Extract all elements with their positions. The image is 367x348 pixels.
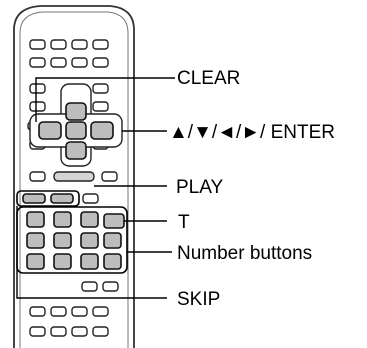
remote-button[interactable] <box>71 39 88 50</box>
number-button[interactable] <box>103 253 122 270</box>
skip-label: SKIP <box>177 289 220 310</box>
number-button[interactable] <box>26 253 45 270</box>
bottom-button-rows <box>29 281 119 337</box>
number-button[interactable] <box>80 211 99 228</box>
number-button[interactable] <box>53 232 72 249</box>
remote-button[interactable] <box>81 281 98 292</box>
remote-button[interactable] <box>50 326 67 337</box>
remote-button[interactable] <box>101 171 118 182</box>
skip-forward-button[interactable] <box>50 193 74 204</box>
remote-button[interactable] <box>29 306 46 317</box>
down-button[interactable] <box>65 141 87 160</box>
remote-inner-outline <box>19 11 129 348</box>
number-buttons-label: Number buttons <box>177 243 312 264</box>
nav-enter-label: ▲/▼/◄/►/ ENTER <box>169 122 335 143</box>
remote-button[interactable] <box>29 101 46 112</box>
number-button[interactable] <box>26 232 45 249</box>
remote-button[interactable] <box>102 281 119 292</box>
remote-button[interactable] <box>71 326 88 337</box>
clear-leader <box>35 77 175 122</box>
remote-button[interactable] <box>92 57 109 68</box>
t-label: T <box>178 212 190 233</box>
remote-button[interactable] <box>29 39 46 50</box>
remote-button[interactable] <box>71 306 88 317</box>
skip-leader <box>16 206 167 299</box>
t-button[interactable] <box>103 213 125 229</box>
remote-button[interactable] <box>29 326 46 337</box>
play-label: PLAY <box>176 177 224 198</box>
remote-button[interactable] <box>29 83 46 94</box>
remote-button[interactable] <box>50 39 67 50</box>
remote-button[interactable] <box>82 193 99 204</box>
number-button[interactable] <box>53 211 72 228</box>
right-button[interactable] <box>90 121 114 140</box>
clear-label: CLEAR <box>177 68 240 89</box>
up-button[interactable] <box>65 102 87 121</box>
remote-button[interactable] <box>71 57 88 68</box>
number-button[interactable] <box>53 253 72 270</box>
remote-button[interactable] <box>29 57 46 68</box>
skip-group-frame <box>16 190 80 207</box>
number-button[interactable] <box>80 253 99 270</box>
play-button[interactable] <box>53 171 95 182</box>
remote-button[interactable] <box>92 39 109 50</box>
remote-button[interactable] <box>29 171 46 182</box>
left-button[interactable] <box>38 121 62 140</box>
remote-button[interactable] <box>92 101 109 112</box>
dpad <box>29 83 123 167</box>
remote-button[interactable] <box>92 326 109 337</box>
number-button[interactable] <box>80 232 99 249</box>
remote-button[interactable] <box>92 306 109 317</box>
remote-button[interactable] <box>50 306 67 317</box>
number-button[interactable] <box>103 232 122 249</box>
remote-button[interactable] <box>92 83 109 94</box>
number-button[interactable] <box>26 211 45 228</box>
number-pad <box>26 211 122 270</box>
skip-back-button[interactable] <box>22 193 46 204</box>
enter-button[interactable] <box>65 121 87 140</box>
remote-button[interactable] <box>50 57 67 68</box>
